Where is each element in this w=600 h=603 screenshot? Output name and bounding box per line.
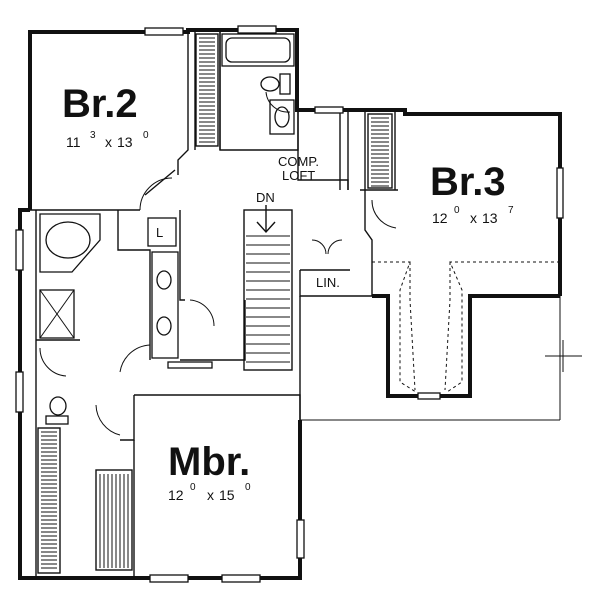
section-marker — [545, 340, 582, 372]
room-name-br2: Br.2 — [62, 82, 138, 126]
room-dim-br2-depth-in: 0 — [143, 130, 149, 141]
interior-walls — [30, 32, 561, 578]
room-name-mbr: Mbr. — [168, 440, 250, 484]
linen-closet-box — [147, 217, 177, 247]
label-linen: LIN. — [316, 275, 340, 290]
label-linen-closet: L — [156, 225, 163, 240]
room-dim-mbr-width-in: 0 — [190, 482, 196, 493]
room-dim-mbr-sep: x — [207, 487, 214, 503]
room-dim-br2-sep: x — [105, 134, 112, 150]
room-dim-mbr-depth: 15 — [219, 487, 235, 503]
windows — [15, 25, 564, 583]
stair-arrow-icon — [256, 205, 276, 234]
vanity-icon — [151, 251, 179, 359]
toilet-icon-2 — [49, 396, 67, 416]
room-dim-br3-sep: x — [470, 210, 477, 226]
label-comp-line2: LOFT — [282, 168, 315, 183]
roof-lines — [372, 261, 560, 393]
fixtures — [39, 33, 295, 425]
room-dim-br3-width-in: 0 — [454, 205, 460, 216]
room-dim-mbr-width: 12 — [168, 487, 184, 503]
doors — [39, 91, 397, 436]
room-dim-br2-width-in: 3 — [90, 130, 96, 141]
room-dim-br2-depth: 13 — [117, 134, 133, 150]
label-stair-down: DN — [256, 190, 275, 205]
label-comp-line1: COMP. — [278, 154, 319, 169]
room-dim-br3-depth: 13 — [482, 210, 498, 226]
toilet-icon — [279, 73, 291, 95]
stair-treads — [246, 235, 290, 363]
room-name-br3: Br.3 — [430, 160, 506, 204]
room-dim-mbr-depth-in: 0 — [245, 482, 251, 493]
room-dim-br2-width: 11 — [66, 134, 81, 150]
room-dim-br3-width: 12 — [432, 210, 448, 226]
room-dim-br3-depth-in: 7 — [508, 205, 514, 216]
closet-shelving — [37, 33, 393, 574]
